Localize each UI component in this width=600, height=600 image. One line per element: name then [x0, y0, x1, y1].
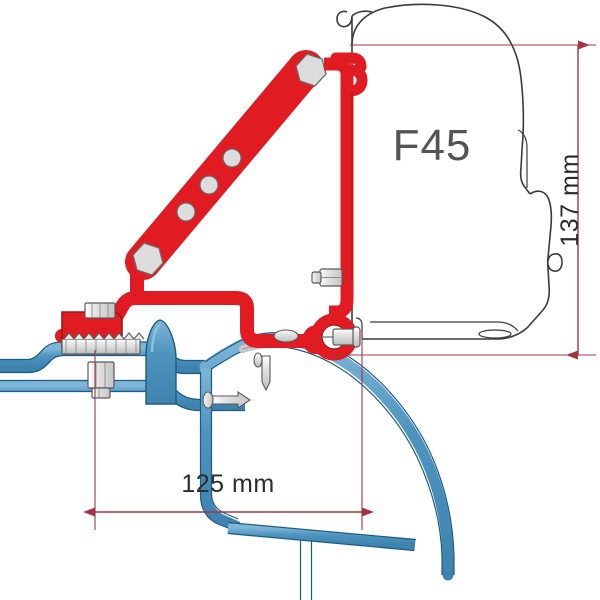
roof-cross-member [227, 521, 417, 600]
dimension-height-label: 137 mm [556, 153, 584, 246]
rivet-indicators [202, 329, 299, 410]
roof-fin [145, 319, 177, 405]
rail-pin-icon [273, 329, 299, 343]
product-label: F45 [393, 121, 472, 170]
arm-bolt [311, 268, 343, 287]
diagonal-strut [125, 50, 327, 280]
case-hook-icon [336, 10, 373, 44]
awning-case [351, 3, 563, 340]
dimension-width-label: 125 mm [181, 470, 274, 498]
ring-clamp [302, 313, 361, 361]
bracket-assembly [55, 50, 368, 361]
rivet-upper-icon [253, 352, 271, 392]
roof-arc [199, 332, 455, 581]
dimension-height: 137 mm [330, 40, 596, 360]
dimension-width: 125 mm [83, 330, 374, 530]
vertical-arm [324, 52, 368, 319]
rivet-lower-icon [202, 390, 251, 410]
serrated-plate [61, 332, 145, 355]
clamp-bolt [61, 302, 145, 399]
